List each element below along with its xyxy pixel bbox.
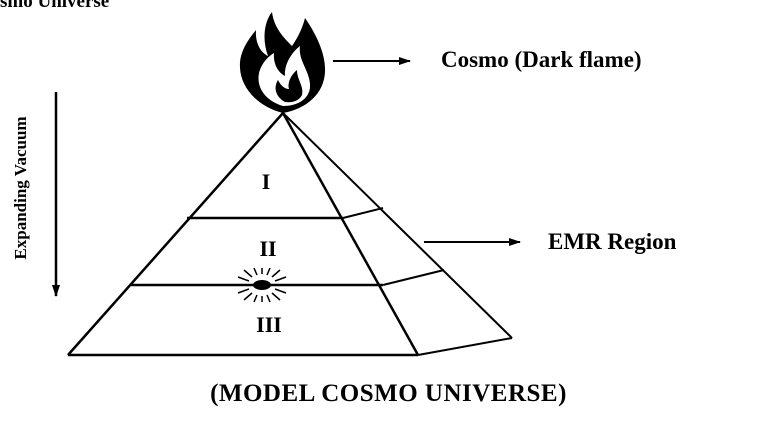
dark-flame-icon [239, 12, 326, 113]
diagram-caption: (MODEL COSMO UNIVERSE) [210, 380, 567, 407]
page-title: smo Universe [0, 0, 110, 12]
sunburst-icon [234, 267, 290, 303]
expanding-vacuum-label: Expanding Vacuum [11, 116, 30, 260]
region-label-iii: III [256, 312, 282, 337]
emr-region-label: EMR Region [548, 229, 677, 254]
region-label-i: I [261, 169, 271, 194]
pyramid-front-face [67, 112, 420, 357]
region-label-ii: II [259, 236, 277, 261]
cosmo-dark-flame-label: Cosmo (Dark flame) [441, 47, 642, 72]
pyramid-side-face [282, 112, 513, 356]
